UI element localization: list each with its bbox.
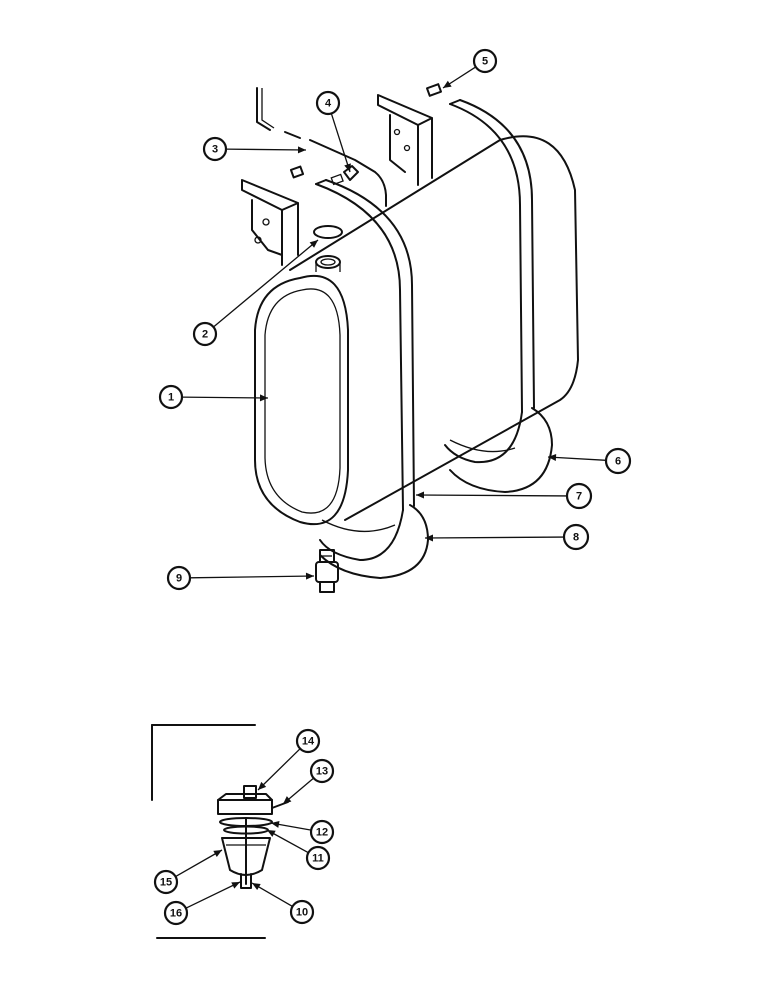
callout-arrowhead [259, 394, 268, 402]
callout-label: 3 [212, 144, 218, 156]
callout-label: 12 [316, 827, 328, 839]
callout-circle [158, 384, 184, 410]
filler-cap [313, 225, 343, 272]
callout-leader-line [181, 396, 269, 399]
callout-12: 12 [270, 819, 335, 845]
callout-arrowhead [548, 453, 557, 461]
callout-label: 7 [576, 491, 582, 503]
callout-circle [166, 565, 192, 591]
callout-label: 13 [316, 766, 328, 778]
callout-label: 14 [302, 736, 315, 748]
callout-leader-line [257, 748, 301, 791]
callout-label: 16 [170, 908, 182, 920]
callout-label: 9 [176, 573, 182, 585]
callout-arrowhead [425, 534, 434, 542]
callout-arrowhead [283, 796, 292, 804]
callout-circle [309, 819, 335, 845]
callout-circle [192, 321, 218, 347]
fuel-tank [254, 135, 579, 526]
callout-arrowhead [297, 146, 306, 154]
callout-arrowhead [213, 850, 222, 858]
callout-14: 14 [257, 728, 321, 791]
callout-label: 1 [168, 392, 174, 404]
callout-leader-line [330, 113, 351, 173]
callout-circle [472, 48, 498, 74]
callout-2: 2 [192, 239, 319, 347]
callout-leader-line [189, 575, 315, 579]
callout-9: 9 [166, 565, 315, 591]
callout-leader-line [225, 148, 307, 151]
callout-leader-line [415, 494, 568, 497]
callout-circle [295, 728, 321, 754]
callout-3: 3 [202, 136, 307, 162]
callout-10: 10 [251, 882, 315, 925]
callout-circle [305, 845, 331, 871]
callout-circle [202, 136, 228, 162]
callout-4: 4 [315, 90, 351, 173]
callout-circle [163, 900, 189, 926]
callout-5: 5 [442, 48, 498, 89]
callout-16: 16 [163, 881, 241, 926]
callout-label: 5 [482, 56, 488, 68]
callout-6: 6 [547, 447, 632, 475]
callout-13: 13 [282, 758, 335, 805]
rear-bracket [377, 94, 433, 186]
callout-label: 4 [325, 98, 332, 110]
callout-arrowhead [258, 781, 267, 790]
callout-7: 7 [415, 482, 593, 510]
callout-arrowhead [305, 572, 314, 580]
callout-11: 11 [266, 829, 331, 871]
callout-label: 15 [160, 877, 172, 889]
callout-circle [289, 899, 315, 925]
callout-1: 1 [158, 384, 269, 410]
callout-15: 15 [153, 849, 223, 895]
front-bracket [241, 179, 299, 266]
callout-circle [604, 447, 632, 475]
callout-circle [153, 869, 179, 895]
inset-frame [151, 724, 266, 939]
fuel-line [256, 87, 387, 207]
callout-8: 8 [424, 523, 590, 551]
callout-arrowhead [344, 163, 351, 172]
callout-leader-line [185, 881, 241, 909]
callout-label: 6 [615, 456, 621, 468]
callout-arrowhead [252, 883, 261, 891]
callout-leader-line [213, 239, 319, 328]
callout-label: 10 [296, 907, 308, 919]
callout-circle [565, 482, 593, 510]
front-strap [315, 179, 429, 579]
callout-circle [309, 758, 335, 784]
callout-label: 8 [573, 532, 579, 544]
callout-arrowhead [443, 80, 452, 88]
callout-arrowhead [271, 820, 280, 828]
callout-arrowhead [416, 491, 425, 499]
callout-leader-line [424, 536, 565, 539]
callout-arrowhead [309, 240, 318, 248]
sediment-bowl-assembly [217, 785, 289, 889]
rear-strap [444, 99, 553, 493]
callout-circle [315, 90, 341, 116]
callout-label: 2 [202, 329, 208, 341]
callout-arrowhead [231, 882, 240, 889]
callout-arrowhead [267, 830, 276, 837]
drain-valve [315, 549, 339, 593]
callout-label: 11 [312, 853, 324, 865]
callout-leader-line [547, 456, 607, 461]
callout-circle [562, 523, 590, 551]
callout-leader-line [175, 849, 223, 878]
